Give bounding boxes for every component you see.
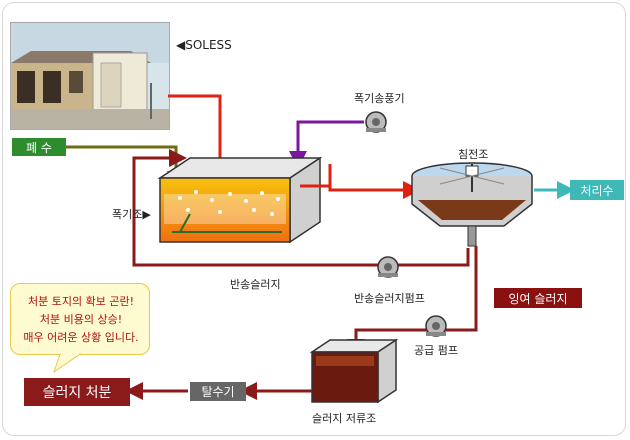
callout-line-1: 처분 토지의 확보 곤란! [28, 295, 134, 308]
tank-to-clarifier-pipe [300, 164, 421, 199]
sludge-storage-tank [309, 338, 399, 404]
waste-water-box: 폐 수 [12, 138, 66, 156]
return-sludge-pipe [132, 149, 470, 267]
blower-label: 폭기송풍기 [354, 92, 405, 105]
soless-building-photo [10, 22, 170, 130]
return-sludge-label: 반송슬러지 [230, 278, 281, 291]
aeration-tank-label: 폭기조▶ [112, 208, 151, 221]
callout-line-3: 매우 어려운 상황 입니다. [23, 331, 139, 344]
sludge-disposal-box: 슬러지 처분 [24, 378, 130, 406]
dewatering-machine-box: 탈수기 [190, 382, 246, 401]
sludge-storage-tank-label: 슬러지 저류조 [312, 412, 377, 425]
air-pipe [289, 120, 364, 169]
clarifier-label: 침전조 [458, 148, 489, 161]
callout-line-2: 처분 비용의 상승! [39, 313, 123, 326]
soless-feed-pipe [168, 94, 229, 183]
return-sludge-pump-icon [376, 255, 400, 279]
return-sludge-pump-label: 반송슬러지펌프 [354, 292, 425, 305]
warning-callout: 처분 토지의 확보 곤란! 처분 비용의 상승! 매우 어려운 상황 입니다. [10, 283, 150, 355]
diagram-frame [2, 2, 626, 436]
supply-pump-label: 공급 펌프 [414, 344, 458, 357]
supply-pump-icon [424, 314, 448, 338]
excess-sludge-box: 잉여 슬러지 [494, 288, 582, 308]
blower-icon [364, 110, 388, 134]
aeration-tank [157, 156, 323, 244]
soless-label: ◀SOLESS [176, 38, 232, 52]
clarifier-tank [411, 162, 533, 247]
treated-water-box: 처리수 [570, 180, 624, 200]
